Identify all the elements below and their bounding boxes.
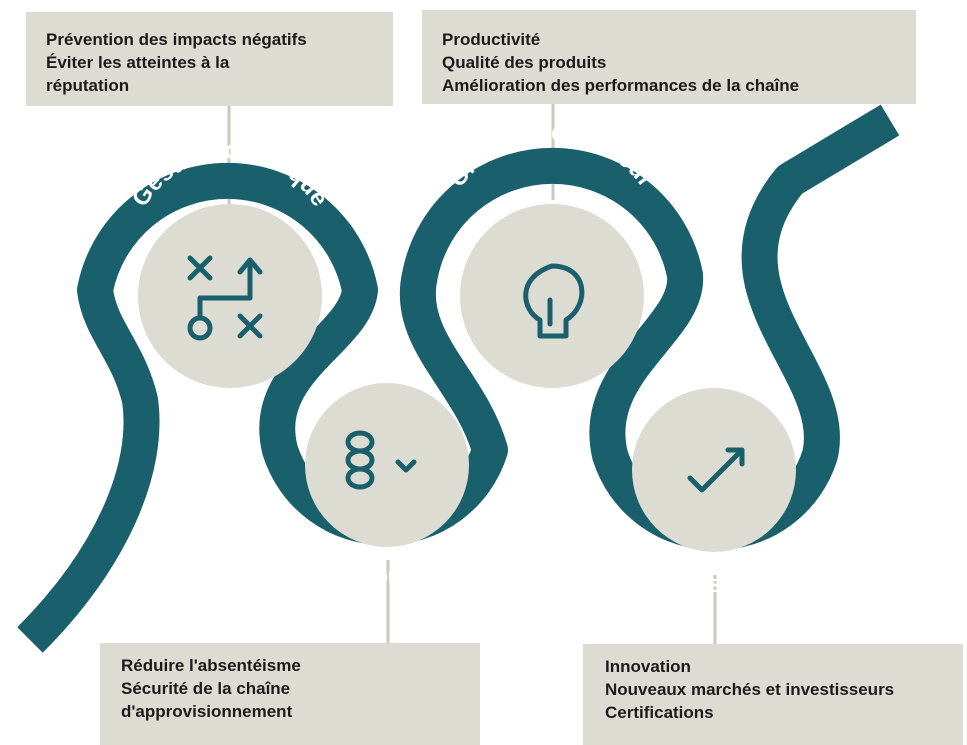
circle-reduction (305, 383, 469, 547)
details-box-gestion: Prévention des impacts négatifs Éviter l… (26, 12, 393, 106)
details-box-croissance: Innovation Nouveaux marchés et investiss… (583, 644, 963, 745)
detail-line: Sécurité de la chaîne (121, 679, 291, 698)
detail-line: Innovation (605, 657, 691, 676)
stage-title-croissance: Croissance (647, 553, 777, 598)
circle-creation (460, 204, 644, 388)
lightbulb-icon (523, 263, 585, 339)
circle-croissance (632, 388, 796, 552)
detail-line: Amélioration des performances de la chaî… (442, 76, 800, 95)
detail-line: Prévention des impacts négatifs (46, 30, 307, 49)
growth-arrow-icon (687, 447, 745, 493)
detail-line: Réduire l'absentéisme (121, 656, 301, 675)
detail-line: Qualité des produits (442, 53, 607, 72)
detail-line: Productivité (442, 30, 541, 49)
detail-line: Éviter les atteintes à la (46, 53, 230, 72)
details-box-reduction: Réduire l'absentéisme Sécurité de la cha… (100, 643, 480, 745)
coins-down-icon (345, 430, 417, 490)
details-box-creation: Productivité Qualité des produits Amélio… (422, 10, 916, 104)
detail-line: réputation (46, 76, 130, 95)
detail-line: Certifications (605, 703, 714, 722)
strategy-play-icon (187, 255, 263, 341)
detail-line: d'approvisionnement (121, 702, 293, 721)
detail-line: Nouveaux marchés et investisseurs (605, 680, 895, 699)
